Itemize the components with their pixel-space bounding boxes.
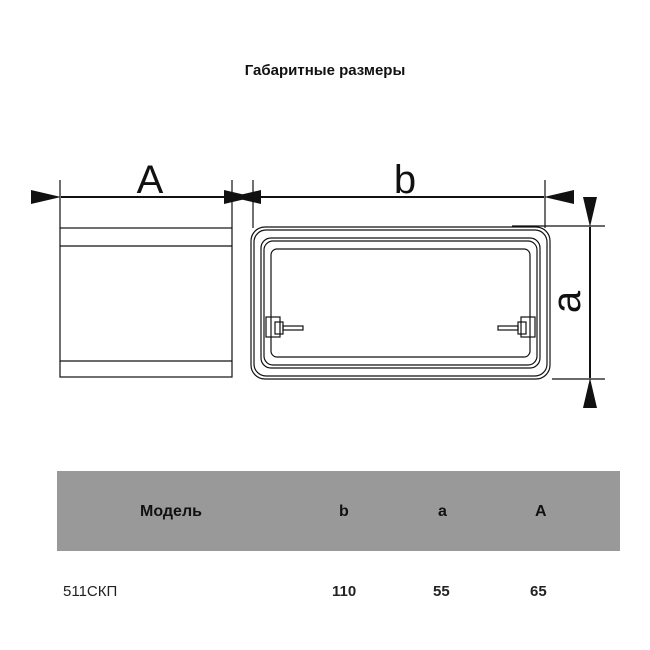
- cell-A: 65: [530, 583, 547, 600]
- header-b: b: [339, 503, 349, 520]
- dimension-label-a: a: [545, 290, 589, 313]
- cell-model: 511СКП: [63, 583, 118, 600]
- cell-a: 55: [433, 583, 450, 600]
- dimension-label-b: b: [394, 158, 416, 202]
- header-A: A: [535, 503, 547, 520]
- page-title: Габаритные размеры: [244, 62, 406, 79]
- table-header: Модель b a A: [57, 471, 620, 551]
- front-view: [224, 180, 605, 408]
- header-model: Модель: [140, 503, 202, 520]
- header-a: a: [438, 503, 447, 520]
- side-view: [31, 180, 261, 378]
- cell-b: 110: [332, 583, 357, 600]
- dimension-label-A: A: [137, 158, 164, 202]
